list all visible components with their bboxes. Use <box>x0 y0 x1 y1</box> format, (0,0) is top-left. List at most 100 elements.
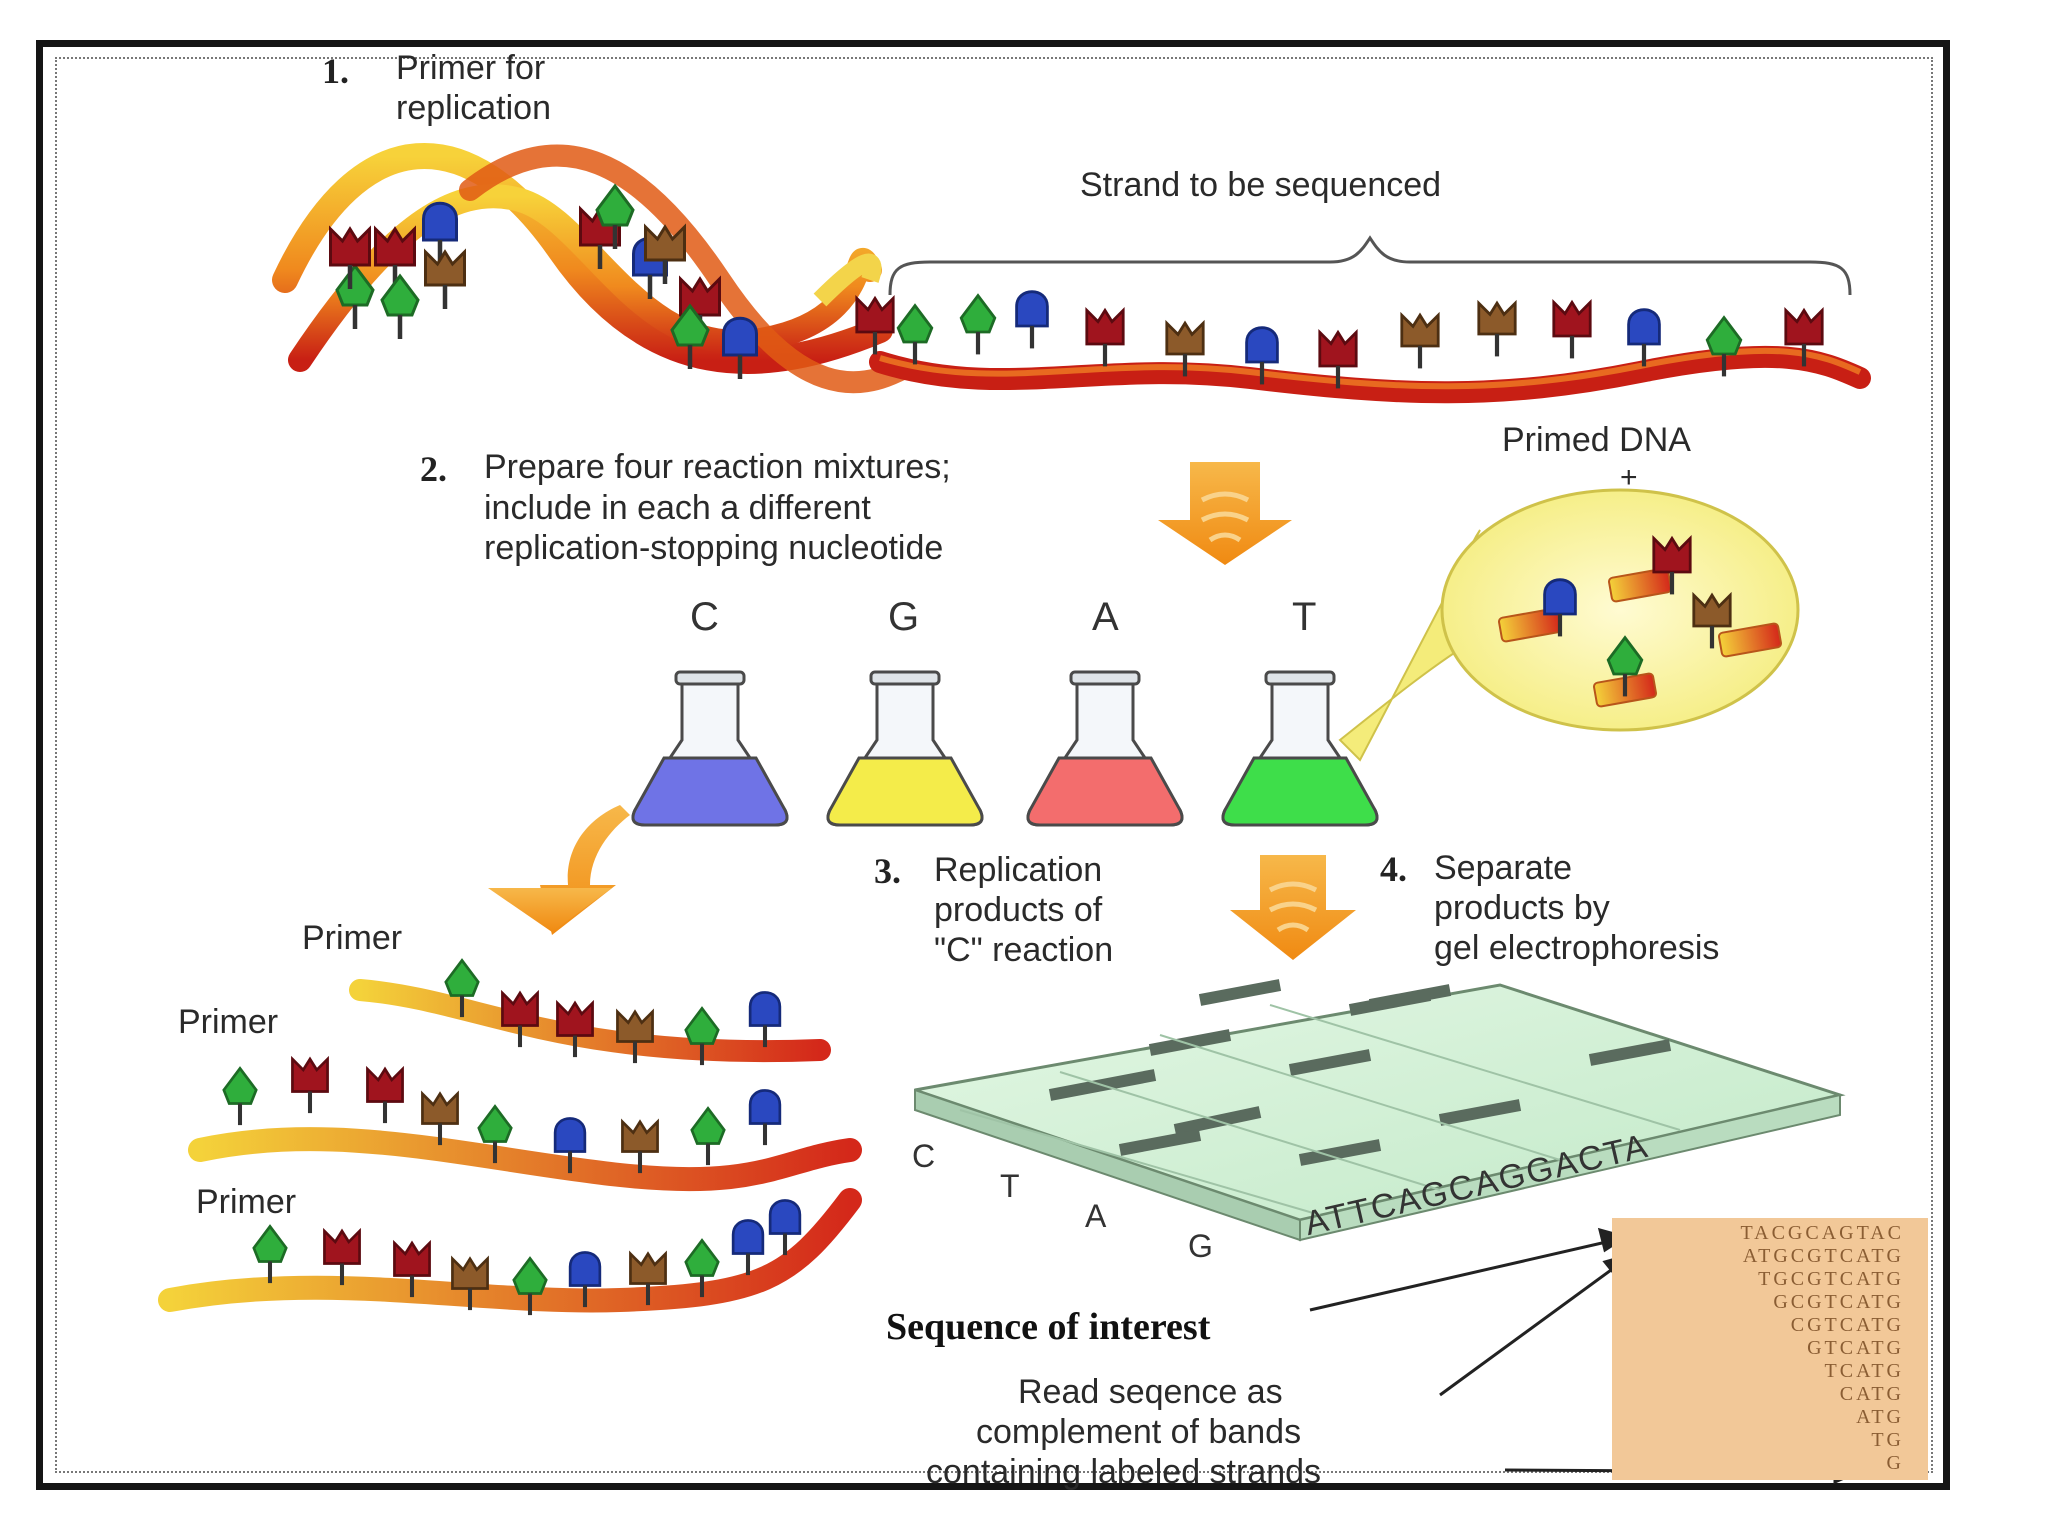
primed-dna-bubble <box>1338 488 1800 762</box>
panel-line: GCGTCATG <box>1773 1291 1904 1313</box>
strand-label: Strand to be sequenced <box>1080 166 1442 204</box>
panel-line: ATGCGTCATG <box>1742 1245 1904 1267</box>
green-nucleotide-icon <box>684 1238 720 1298</box>
blue-nucleotide-icon <box>1627 308 1661 367</box>
gel-lane-letter-t: T <box>1000 1168 1020 1204</box>
brown-nucleotide-icon <box>621 1118 659 1174</box>
green-nucleotide-icon <box>896 303 934 365</box>
red-nucleotide-icon <box>329 225 371 289</box>
brown-nucleotide-icon <box>1165 319 1205 377</box>
step2-line2: include in each a different <box>484 489 871 527</box>
panel-line: TCATG <box>1824 1360 1904 1382</box>
panel-line: TG <box>1871 1429 1904 1451</box>
red-nucleotide-icon <box>1784 307 1824 367</box>
green-nucleotide-icon <box>444 958 480 1018</box>
step3-line2: products of <box>934 891 1103 929</box>
gel-band <box>1368 984 1452 1011</box>
brown-nucleotide-icon <box>1477 299 1517 357</box>
green-nucleotide-icon <box>477 1104 513 1164</box>
brown-nucleotide-icon <box>421 1090 459 1146</box>
flask-letter-t: T <box>1292 595 1317 639</box>
panel-line: TGCGTCATG <box>1758 1268 1904 1290</box>
step4-line3: gel electrophoresis <box>1434 929 1720 967</box>
blue-nucleotide-icon <box>748 991 782 1048</box>
panel-line: G <box>1886 1452 1904 1474</box>
panel-line: ATG <box>1856 1406 1904 1428</box>
flask-letter-g: G <box>888 595 920 639</box>
green-nucleotide-icon <box>595 183 635 249</box>
green-nucleotide-icon <box>690 1106 726 1166</box>
red-nucleotide-icon <box>291 1055 329 1114</box>
red-nucleotide-icon <box>374 225 416 289</box>
green-nucleotide-icon <box>684 1006 720 1066</box>
panel-line: GTCATG <box>1807 1337 1904 1359</box>
gel-band <box>1298 1139 1382 1166</box>
read-note-line1: Read seqence as <box>1018 1373 1283 1411</box>
step2-line1: Prepare four reaction mixtures; <box>484 448 951 486</box>
gel-band <box>1148 1029 1232 1056</box>
blue-nucleotide-icon <box>748 1089 782 1146</box>
step2-number: 2. <box>420 449 447 489</box>
flask-group <box>631 670 1379 827</box>
red-nucleotide-icon <box>366 1065 404 1124</box>
red-nucleotide-icon <box>1552 299 1592 359</box>
flask <box>631 670 789 827</box>
blue-nucleotide-icon <box>731 1219 765 1276</box>
panel-line: CGTCATG <box>1790 1314 1904 1336</box>
flask <box>1026 670 1184 827</box>
green-nucleotide-icon <box>670 303 710 369</box>
blue-nucleotide-icon <box>553 1117 587 1174</box>
brown-nucleotide-icon <box>644 223 686 284</box>
down-arrow-step2 <box>1158 462 1292 565</box>
blue-nucleotide-icon <box>1245 326 1279 385</box>
green-nucleotide-icon <box>959 293 997 355</box>
primer-label-3: Primer <box>196 1183 297 1221</box>
brown-nucleotide-icon <box>1692 591 1732 649</box>
green-nucleotide-icon <box>380 273 420 339</box>
flask <box>826 670 984 827</box>
gel-lane-divider <box>1159 1034 1561 1161</box>
primer-label-2: Primer <box>178 1003 279 1041</box>
green-nucleotide-icon <box>222 1066 258 1126</box>
gel-band <box>1288 1049 1372 1076</box>
sequence-panel: TACGCAGTAC ATGCGTCATG TGCGTCATG GCGTCATG… <box>1612 1218 1928 1480</box>
inner-dotted-frame <box>55 57 1933 1473</box>
red-nucleotide-icon <box>855 295 895 355</box>
brown-nucleotide-icon <box>629 1250 667 1306</box>
brown-nucleotide-icon <box>1400 311 1440 369</box>
green-nucleotide-icon <box>252 1224 288 1284</box>
step3-number: 3. <box>874 851 901 891</box>
brown-nucleotide-icon <box>424 248 466 309</box>
green-nucleotide-icon <box>512 1256 548 1316</box>
green-nucleotide-icon <box>1606 635 1644 697</box>
down-arrow-step4 <box>1230 855 1356 960</box>
bubble-nucleotides <box>1498 535 1782 708</box>
gel-lane-divider <box>1269 1004 1681 1131</box>
gel-band <box>1588 1039 1672 1066</box>
brown-nucleotide-icon <box>451 1255 489 1311</box>
red-nucleotide-icon <box>501 989 539 1048</box>
dna-double-helix <box>272 143 1871 404</box>
brown-nucleotide-icon <box>616 1008 654 1064</box>
blue-nucleotide-icon <box>568 1251 602 1308</box>
primer-label-1: Primer <box>302 919 403 957</box>
step1-number: 1. <box>322 51 349 91</box>
gel-band <box>1438 1099 1522 1126</box>
primer-bases <box>222 958 802 1316</box>
step4-line2: products by <box>1434 889 1610 927</box>
nucleotide-pill <box>1718 622 1782 658</box>
panel-line: TACGCAGTAC <box>1740 1222 1904 1244</box>
primed-dna-label: Primed DNA <box>1502 421 1691 459</box>
flask-letter-c: C <box>690 595 719 639</box>
red-nucleotide-icon <box>1318 329 1358 389</box>
flask <box>1221 670 1379 827</box>
step4-line1: Separate <box>1434 849 1572 887</box>
single-strand-ribbon <box>869 345 1871 404</box>
gel-lane-letter-a: A <box>1085 1198 1107 1234</box>
step3-line3: "C" reaction <box>934 931 1114 969</box>
gel-lane-letter-c: C <box>912 1138 936 1174</box>
panel-line: CATG <box>1839 1383 1904 1405</box>
blue-nucleotide-icon <box>1543 578 1577 637</box>
